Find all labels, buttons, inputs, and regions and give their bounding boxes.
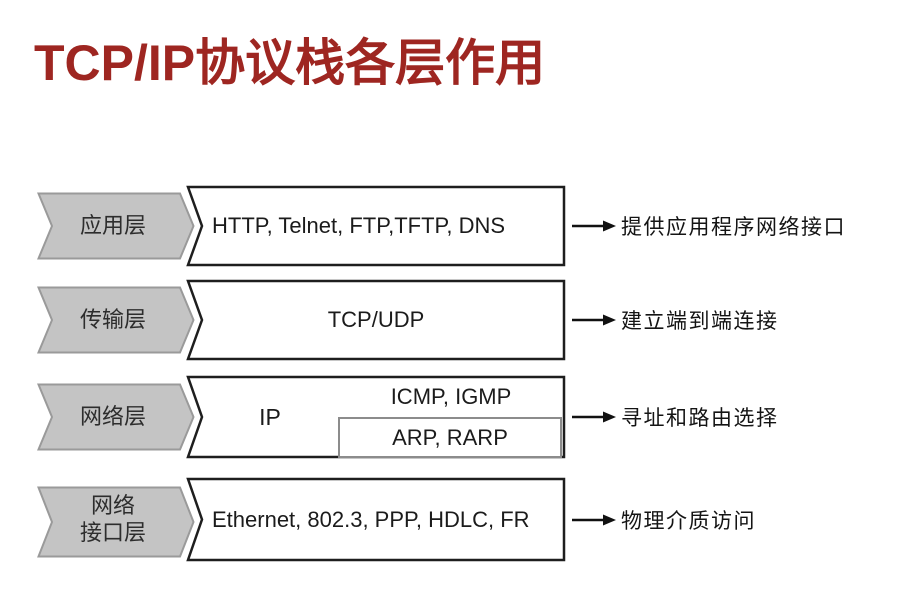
page-title: TCP/IP协议栈各层作用 [34, 35, 546, 91]
chevron-banner-shape [37, 192, 195, 260]
protocol-subbox-arp-rarp: ARP, RARP [338, 417, 562, 458]
layer-name: 网络层 [79, 403, 146, 429]
layer-badge-network-interface: 网络 接口层 [37, 486, 195, 557]
notched-box-shape [186, 185, 566, 267]
right-arrow-icon [572, 220, 616, 232]
protocol-text-icmp-igmp: ICMP, IGMP [390, 384, 512, 409]
layer-row-network: 网络层 IP ICMP, IGMP ARP, RARP 寻址和路由选择 [0, 375, 924, 459]
right-arrow-icon [572, 411, 616, 423]
chevron-banner-shape [37, 286, 195, 354]
chevron-banner-shape [37, 383, 195, 451]
layer-function-text: 物理介质访问 [621, 509, 756, 533]
protocol-box-application: HTTP, Telnet, FTP,TFTP, DNS [186, 185, 566, 267]
protocol-box-network-interface: Ethernet, 802.3, PPP, HDLC, FR [186, 477, 566, 562]
right-arrow-icon [572, 514, 616, 525]
right-arrow-icon [572, 314, 616, 326]
layer-function-text: 建立端到端连接 [621, 310, 779, 333]
layer-badge-application: 应用层 [37, 192, 195, 260]
layer-badge-transport: 传输层 [37, 286, 195, 354]
layer-row-transport: 传输层 TCP/UDP 建立端到端连接 [0, 279, 924, 361]
protocol-box-network: IP ICMP, IGMP ARP, RARP [186, 375, 566, 459]
protocol-box-transport: TCP/UDP [186, 279, 566, 361]
layer-name: 传输层 [79, 306, 146, 332]
protocol-text-ip: IP [259, 403, 281, 430]
notched-box-shape [186, 279, 566, 361]
layer-function-text: 提供应用程序网络接口 [621, 216, 846, 239]
layer-function-text: 寻址和路由选择 [621, 407, 779, 430]
layer-name: 应用层 [79, 212, 146, 238]
notched-box-shape [186, 477, 566, 562]
layer-name: 网络 接口层 [79, 493, 146, 545]
protocol-text: Ethernet, 802.3, PPP, HDLC, FR [212, 506, 530, 532]
layer-row-application: 应用层 HTTP, Telnet, FTP,TFTP, DNS 提供应用程序网络… [0, 185, 924, 267]
layer-badge-network: 网络层 [37, 383, 195, 451]
protocol-text: TCP/UDP [327, 307, 425, 332]
chevron-banner-shape [37, 486, 195, 557]
protocol-text: HTTP, Telnet, FTP,TFTP, DNS [212, 213, 506, 238]
layer-row-network-interface: 网络 接口层 Ethernet, 802.3, PPP, HDLC, FR 物理… [0, 477, 924, 562]
